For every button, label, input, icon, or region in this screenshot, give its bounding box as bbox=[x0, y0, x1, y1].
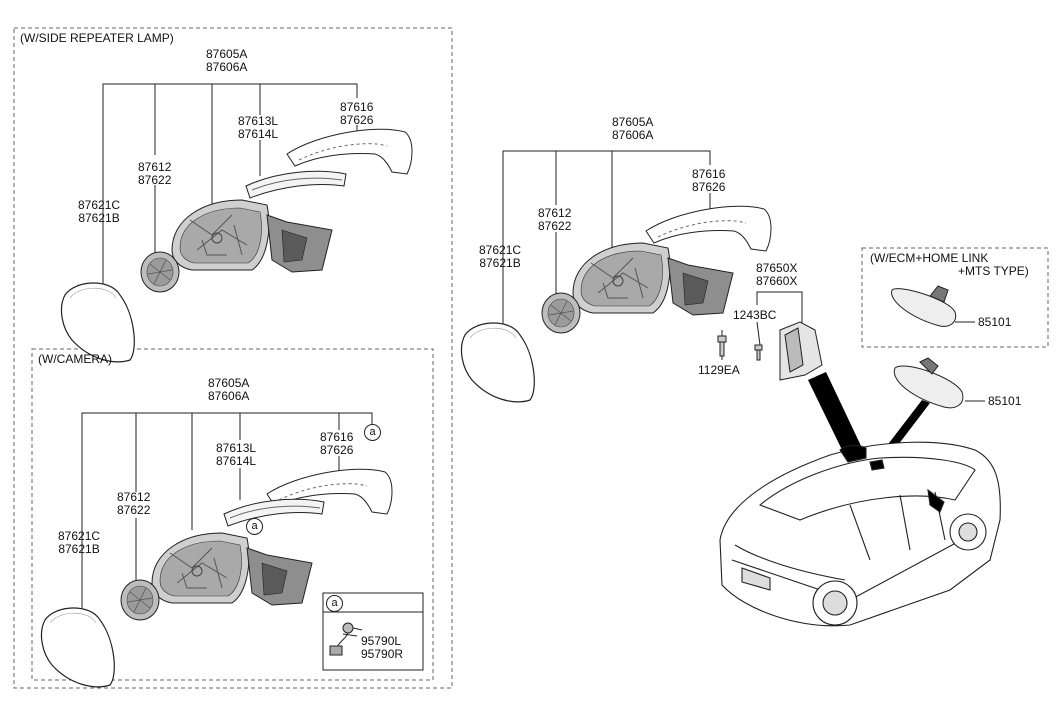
repeater-lamp-strip bbox=[245, 170, 347, 199]
part-number: 87622 bbox=[538, 219, 572, 233]
part-number: 87616 bbox=[320, 430, 354, 444]
ecm-section-box bbox=[861, 247, 1049, 348]
ecm-title-line1: (W/ECM+HOME LINK bbox=[870, 251, 989, 265]
center-screw bbox=[754, 344, 763, 361]
part-number: 87613L bbox=[238, 114, 279, 128]
camera-lamp-strip bbox=[223, 498, 325, 527]
callout-a-strip: a bbox=[246, 518, 263, 535]
part-number: 87626 bbox=[340, 113, 374, 127]
part-number: 87606A bbox=[612, 128, 654, 142]
part-number: 95790L bbox=[361, 634, 402, 648]
camera-actuator bbox=[120, 579, 160, 621]
inside-mirror bbox=[893, 357, 964, 409]
ecm-section-title: (W/ECM+HOME LINK +MTS TYPE) bbox=[870, 252, 1029, 278]
side-repeater-section-title: (W/SIDE REPEATER LAMP) bbox=[20, 31, 174, 45]
part-number: 87612 bbox=[117, 490, 151, 504]
pointer-wedge-lower-cover bbox=[808, 372, 862, 456]
part-number: 87605A bbox=[208, 376, 250, 390]
inset-callout-a: a bbox=[326, 595, 343, 612]
part-number: 87621B bbox=[479, 256, 521, 270]
center-bolt bbox=[717, 335, 727, 357]
camera-section-box bbox=[31, 348, 434, 681]
part-number: 87606A bbox=[208, 389, 250, 403]
part-number: 87626 bbox=[692, 180, 726, 194]
center-actuator bbox=[541, 292, 581, 334]
part-number: 87626 bbox=[320, 443, 354, 457]
part-number: 87612 bbox=[138, 160, 172, 174]
screw-label: 1243BC bbox=[733, 308, 777, 322]
part-number: 87614L bbox=[238, 127, 279, 141]
part-number: 87614L bbox=[216, 454, 257, 468]
part-number: 87621C bbox=[78, 198, 121, 212]
part-number: 87621C bbox=[479, 243, 522, 257]
ecm-mirror-label: 85101 bbox=[978, 315, 1012, 329]
part-number: 87613L bbox=[216, 441, 257, 455]
side-repeater-section-box bbox=[13, 27, 453, 689]
leader-lines-camera bbox=[81, 412, 373, 610]
part-number: 95790R bbox=[361, 647, 404, 661]
part-number: 87622 bbox=[117, 503, 151, 517]
part-number: 87606A bbox=[206, 60, 248, 74]
center-lower-cover bbox=[779, 321, 823, 381]
callout-a: a bbox=[364, 424, 381, 441]
inside-mirror-label: 85101 bbox=[988, 394, 1022, 408]
part-number: 87621B bbox=[58, 542, 100, 556]
part-number: 87605A bbox=[612, 115, 654, 129]
repeater-mirror-body bbox=[171, 199, 333, 273]
ecm-title-line2: +MTS TYPE) bbox=[958, 264, 1029, 278]
bolt-label: 1129EA bbox=[698, 363, 740, 377]
part-number: 87621B bbox=[78, 211, 120, 225]
center-mirror-body bbox=[572, 242, 734, 316]
part-number: 87621C bbox=[58, 529, 101, 543]
repeater-actuator bbox=[140, 251, 180, 293]
part-number: 87612 bbox=[538, 206, 572, 220]
part-number: 87622 bbox=[138, 173, 172, 187]
camera-glass bbox=[40, 607, 115, 688]
repeater-scalp-cover bbox=[286, 128, 413, 175]
ecm-inside-mirror bbox=[891, 285, 957, 327]
vehicle-illustration bbox=[719, 441, 1001, 627]
center-glass bbox=[460, 322, 535, 403]
center-scalp-cover bbox=[645, 205, 772, 252]
part-number: 87605A bbox=[206, 47, 248, 61]
leader-lines-center bbox=[342, 150, 985, 637]
part-number: 87650X bbox=[756, 261, 798, 275]
part-number: 87616 bbox=[340, 100, 374, 114]
camera-section-title: (W/CAMERA) bbox=[38, 352, 112, 366]
camera-harness-part bbox=[329, 622, 363, 656]
camera-mirror-body bbox=[151, 532, 313, 606]
repeater-glass bbox=[60, 282, 135, 363]
part-number: 87660X bbox=[756, 274, 798, 288]
part-number: 87616 bbox=[692, 167, 726, 181]
